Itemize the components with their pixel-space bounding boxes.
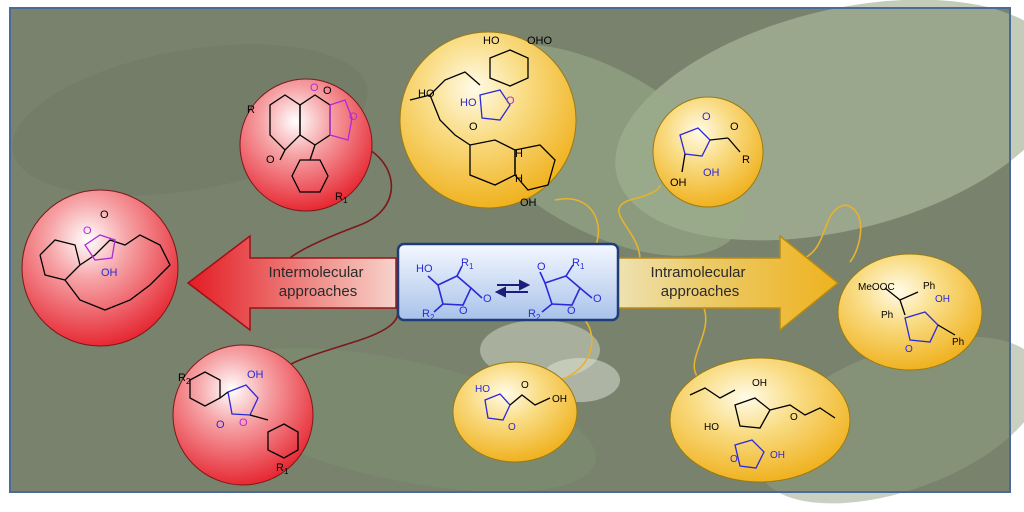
ybr-o-ketone: O — [790, 412, 798, 423]
yt-o2: O — [469, 121, 478, 133]
central-tautomer-box: HO R1 R2 O O O R1 R2 O O — [396, 242, 620, 322]
yellow-node-right: MeOOC Ph Ph OH Ph O — [837, 253, 983, 371]
enol-structure — [427, 265, 483, 313]
red-left-o-top: O — [100, 209, 109, 221]
yt-h2: H — [515, 173, 523, 185]
yellow-node-small: O O OH OH R — [652, 96, 764, 208]
red-bottom-r2: R2 — [178, 372, 191, 386]
keto-top-o: O — [537, 261, 546, 273]
yellow-node-bottom-left: HO O O OH — [452, 361, 578, 463]
red-top-o3: O — [349, 111, 358, 123]
intermolecular-arrow: Intermolecular approaches — [186, 234, 397, 332]
ybl-o2: O — [508, 422, 516, 433]
red-top-r: R — [247, 104, 255, 116]
yellow-node-bottom-right: OH HO O O OH — [669, 357, 851, 483]
ybl-oh: OH — [552, 394, 567, 405]
enol-ring-o: O — [459, 305, 468, 317]
ys-r: R — [742, 154, 750, 166]
yt-o1: O — [506, 95, 515, 107]
arrow-right-line2: approaches — [661, 283, 739, 300]
enol-r1: R1 — [461, 257, 474, 271]
equilibrium-arrows — [494, 279, 531, 298]
frame-border — [9, 7, 1011, 493]
ybl-o1: O — [521, 380, 529, 391]
intramolecular-arrow: Intramolecular approaches — [613, 234, 840, 332]
yr-ph1: Ph — [923, 281, 935, 292]
enol-oh: HO — [416, 263, 433, 275]
yr-ph3: Ph — [952, 337, 964, 348]
yr-o-ring: O — [905, 344, 913, 355]
ys-oh1: OH — [670, 177, 687, 189]
yr-ph2: Ph — [881, 310, 893, 321]
red-bottom-o-exo: O — [216, 419, 225, 431]
red-top-o2: O — [310, 82, 319, 94]
ys-o-ketone: O — [730, 121, 739, 133]
yr-meooc: MeOOC — [858, 282, 895, 293]
yt-ho-left: HO — [418, 88, 435, 100]
yt-oho: OHO — [527, 35, 553, 47]
red-bottom-oh: OH — [247, 369, 264, 381]
ys-oh2: OH — [703, 167, 720, 179]
yellow-node-top: HO OHO HO HO O O H H OH — [399, 31, 577, 209]
red-left-o-ring: O — [83, 225, 92, 237]
ybr-oh: OH — [770, 450, 785, 461]
keto-structure — [539, 264, 593, 313]
arrow-left-line2: approaches — [279, 283, 357, 300]
enol-r2: R2 — [422, 308, 435, 322]
red-left-oh: OH — [101, 267, 118, 279]
ybr-oh-top: OH — [752, 378, 767, 389]
keto-ring-o: O — [567, 305, 576, 317]
ybl-ho: HO — [475, 384, 490, 395]
ybr-o-ring: O — [730, 454, 738, 465]
red-top-r1: R1 — [335, 191, 348, 205]
red-top-o1: O — [323, 85, 332, 97]
red-bottom-r1: R1 — [276, 462, 289, 476]
keto-r1: R1 — [572, 257, 585, 271]
red-node-left: O O OH — [21, 189, 179, 347]
yt-ho1: HO — [483, 35, 500, 47]
yt-oh: OH — [520, 197, 537, 209]
arrow-left-line1: Intermolecular — [268, 264, 363, 281]
ys-o-exo: O — [702, 111, 711, 123]
yr-oh: OH — [935, 294, 950, 305]
keto-exo-o: O — [593, 293, 602, 305]
enol-exo-o: O — [483, 293, 492, 305]
red-bottom-o-ring: O — [239, 417, 248, 429]
red-top-o4: O — [266, 154, 275, 166]
keto-r2: R2 — [528, 308, 541, 322]
yt-h1: H — [515, 148, 523, 160]
arrow-right-line1: Intramolecular — [650, 264, 745, 281]
red-node-top: R O O O O R1 — [239, 78, 373, 212]
yt-ho-ring: HO — [460, 97, 477, 109]
ybr-ho: HO — [704, 422, 719, 433]
red-node-bottom: R2 OH O O R1 — [172, 344, 314, 486]
